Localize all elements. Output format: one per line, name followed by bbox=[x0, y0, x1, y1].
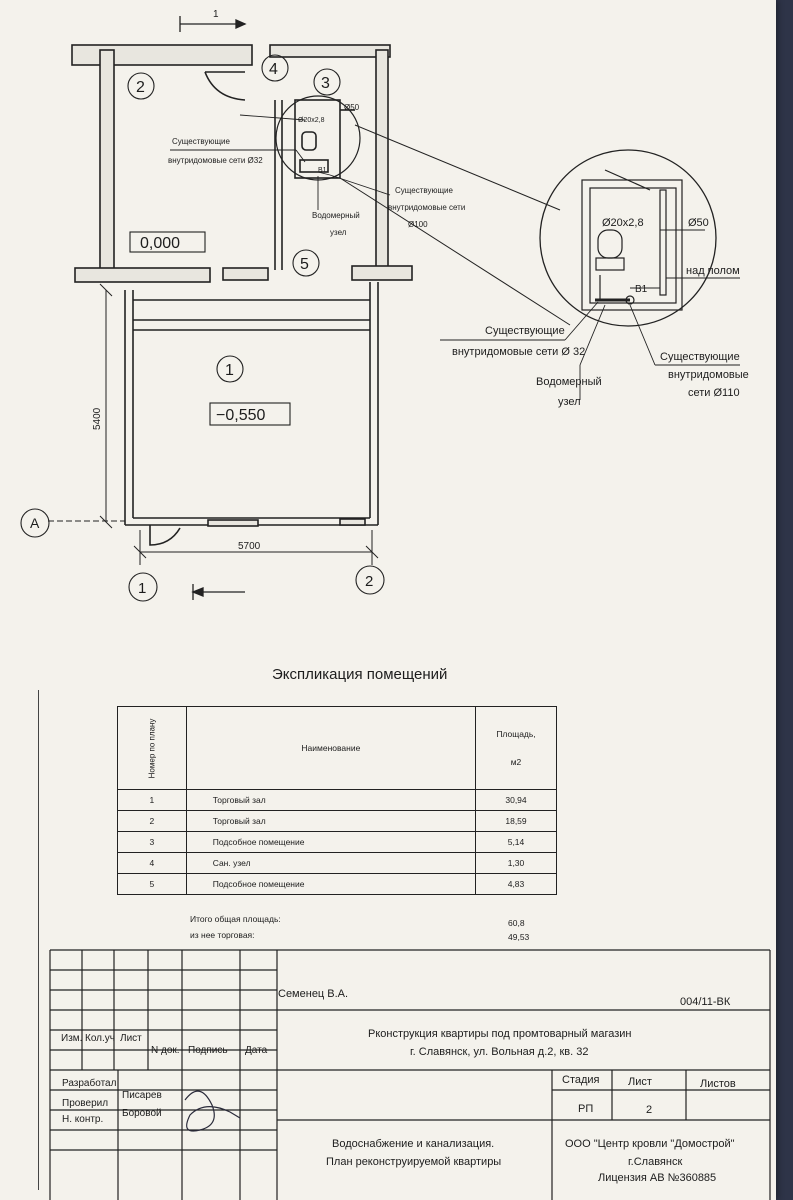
col-ndok: N док. bbox=[151, 1045, 180, 1056]
col-data: Дата bbox=[245, 1045, 268, 1056]
project-name: Рконструкция квартиры под промтоварный м… bbox=[368, 1028, 632, 1040]
sheet-title-1: Водоснабжение и канализация. bbox=[332, 1138, 495, 1150]
col-list: Лист bbox=[120, 1033, 142, 1044]
water-meter-label-2: узел bbox=[330, 228, 347, 237]
walls bbox=[71, 44, 413, 546]
detail-networks-110-2: внутридомовые bbox=[668, 369, 749, 381]
header-name: Наименование bbox=[301, 743, 361, 753]
list-header: Лист bbox=[628, 1076, 652, 1088]
stage-header: Стадия bbox=[562, 1074, 600, 1086]
detail-pipe-50-label: Ø50 bbox=[688, 217, 709, 229]
axis-1 bbox=[128, 572, 158, 602]
floor-plan: 1 bbox=[20, 9, 749, 602]
axis-2 bbox=[355, 565, 385, 595]
room-number-5-text: 5 bbox=[300, 256, 309, 273]
signature bbox=[184, 1090, 241, 1132]
detail-networks-32-1: Существующие bbox=[485, 325, 565, 337]
trade-area-label: из нее торговая: bbox=[190, 930, 255, 940]
role-developer: Разработал bbox=[62, 1078, 117, 1089]
detail-circle-large bbox=[539, 149, 717, 327]
room-number-4 bbox=[261, 54, 289, 82]
table-row: 5 Подсобное помещение 4,83 bbox=[117, 873, 557, 895]
level-box-room1 bbox=[209, 402, 291, 426]
col-izm: Изм. bbox=[61, 1033, 83, 1044]
title-block bbox=[49, 949, 771, 1200]
stage-value: РП bbox=[578, 1103, 594, 1115]
pipe-50-label: Ø50 bbox=[344, 103, 360, 112]
axis-A-text: A bbox=[30, 515, 40, 531]
axis-1-text: 1 bbox=[138, 580, 146, 597]
networks-100-label-3: Ø100 bbox=[408, 220, 428, 229]
detail-water-meter-2: узел bbox=[558, 396, 581, 408]
trade-area-value: 49,53 bbox=[508, 932, 530, 942]
room-number-4-text: 4 bbox=[269, 61, 278, 78]
role-norm-control: Н. контр. bbox=[62, 1114, 104, 1125]
room-number-3 bbox=[313, 68, 341, 96]
room-number-5 bbox=[292, 249, 320, 277]
level-room2-text: 0,000 bbox=[140, 235, 180, 252]
detail-b1-label: B1 bbox=[635, 284, 648, 295]
dimension-vertical: 5400 bbox=[92, 407, 103, 430]
header-number: Номер по плану bbox=[147, 718, 157, 779]
level-room1-text: −0,550 bbox=[216, 407, 265, 424]
author-name: Семенец В.А. bbox=[278, 988, 349, 1000]
document-code: 004/11-ВК bbox=[680, 996, 731, 1008]
org-name: ООО "Центр кровли "Домострой" bbox=[565, 1138, 735, 1150]
axis-2-text: 2 bbox=[365, 573, 373, 590]
total-area-value: 60,8 bbox=[508, 918, 525, 928]
table-row: 4 Сан. узел 1,30 bbox=[117, 852, 557, 874]
detail-networks-32-2: внутридомовые сети Ø 32 bbox=[452, 346, 585, 358]
role-checker: Проверил bbox=[62, 1098, 109, 1109]
water-meter-label-1: Водомерный bbox=[312, 211, 360, 220]
org-license: Лицензия АВ №360885 bbox=[598, 1172, 717, 1184]
detail-networks-110-3: сети Ø110 bbox=[688, 387, 740, 399]
detail-water-meter-1: Водомерный bbox=[536, 376, 602, 388]
header-area-2: м2 bbox=[510, 757, 522, 767]
networks-32-label-1: Существующие bbox=[172, 137, 231, 146]
detail-networks-110-1: Существующие bbox=[660, 351, 740, 363]
drawing-sheet: 1 bbox=[0, 0, 776, 1200]
explication-header-row: Номер по плану Наименование Площадь, м2 bbox=[117, 706, 557, 790]
explication-table: Номер по плану Наименование Площадь, м2 … bbox=[117, 706, 557, 895]
name-developer: Писарев bbox=[122, 1090, 162, 1101]
project-address: г. Славянск, ул. Вольная д.2, кв. 32 bbox=[410, 1046, 589, 1058]
total-area-label: Итого общая площадь: bbox=[190, 914, 281, 924]
org-city: г.Славянск bbox=[628, 1156, 683, 1168]
networks-32-label-2: внутридомовые сети Ø32 bbox=[168, 156, 263, 165]
room-number-2 bbox=[127, 72, 155, 100]
header-area-1: Площадь, bbox=[496, 729, 536, 739]
axis-A bbox=[20, 508, 50, 538]
detail-pipe-20-label: Ø20х2,8 bbox=[602, 217, 644, 229]
name-checker: Боровой bbox=[122, 1108, 162, 1119]
section-cut-label: 1 bbox=[213, 9, 219, 20]
section-cut-bottom bbox=[191, 584, 245, 600]
b1-label: B1 bbox=[318, 167, 327, 174]
room-number-3-text: 3 bbox=[321, 75, 330, 92]
table-row: 2 Торговый зал 18,59 bbox=[117, 810, 557, 832]
dimension-horizontal: 5700 bbox=[238, 541, 261, 552]
networks-100-label-1: Существующие bbox=[395, 186, 454, 195]
col-podpis: Подпись bbox=[188, 1045, 228, 1056]
networks-100-label-2: внутридомовые сети bbox=[388, 203, 465, 212]
sheet-title-2: План реконструируемой квартиры bbox=[326, 1156, 502, 1168]
pipe-20-label: Ø20х2,8 bbox=[298, 117, 325, 124]
room-number-1 bbox=[216, 355, 244, 383]
section-cut-top bbox=[179, 16, 247, 32]
lists-header: Листов bbox=[700, 1078, 736, 1090]
detail-above-floor: над полом bbox=[686, 265, 740, 277]
table-row: 1 Торговый зал 30,94 bbox=[117, 789, 557, 811]
list-value: 2 bbox=[646, 1104, 653, 1116]
table-row: 3 Подсобное помещение 5,14 bbox=[117, 831, 557, 853]
explication-title: Экспликация помещений bbox=[272, 666, 448, 683]
col-kolich: Кол.уч bbox=[85, 1033, 115, 1044]
room-number-1-text: 1 bbox=[225, 362, 234, 379]
level-box-room2 bbox=[129, 231, 206, 253]
margin-line bbox=[38, 690, 51, 1190]
room-number-2-text: 2 bbox=[136, 79, 145, 96]
